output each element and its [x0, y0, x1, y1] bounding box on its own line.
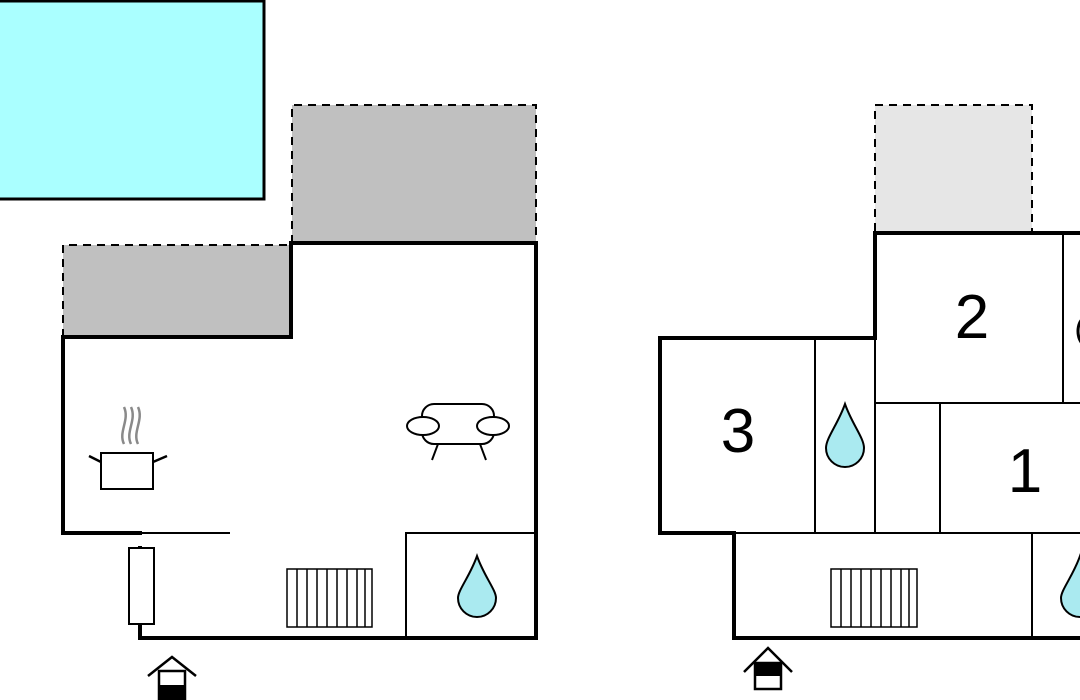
ground-bathroom — [405, 532, 537, 639]
water-drop-icon — [1059, 552, 1080, 618]
upper-floor: 2 3 1 — [658, 104, 1080, 691]
terrace-left — [63, 245, 291, 337]
water-drop-icon — [456, 552, 498, 618]
house-entrance-icon — [147, 655, 197, 700]
house-entrance-icon — [743, 646, 793, 691]
upper-terrace — [875, 105, 1032, 231]
sofa-icon — [406, 403, 510, 461]
room-label-1: 1 — [1008, 437, 1042, 506]
swimming-pool — [0, 0, 266, 201]
room-label-3: 3 — [721, 397, 755, 466]
upper-floor-walls — [658, 231, 1080, 640]
terrace-top — [292, 105, 536, 243]
room-label-2: 2 — [955, 283, 989, 352]
door — [128, 547, 155, 625]
radiator-icon — [830, 568, 918, 628]
partial-icon — [1076, 319, 1080, 344]
cooking-pot-icon — [88, 406, 168, 490]
ground-floor-walls — [61, 241, 538, 640]
radiator-icon — [286, 568, 373, 628]
water-drop-icon — [824, 400, 866, 468]
ground-floor — [61, 104, 538, 700]
